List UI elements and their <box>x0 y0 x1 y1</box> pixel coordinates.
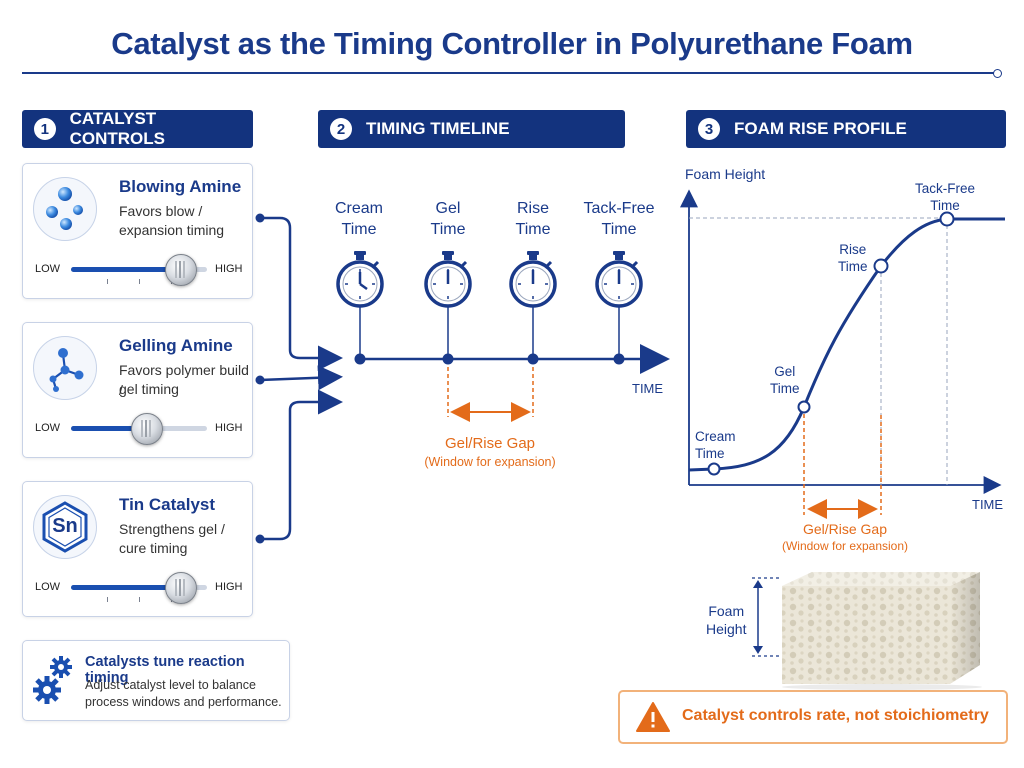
warning-text: Catalyst controls rate, not stoichiometr… <box>682 707 989 724</box>
stopwatch-icon <box>509 249 557 308</box>
tin-symbol: Sn <box>52 515 78 537</box>
stage-line1: Rise <box>516 200 549 217</box>
catalyst-desc-line1: Strengthens gel / <box>119 521 225 537</box>
slider-tick <box>139 597 140 602</box>
timing-timeline <box>336 249 670 422</box>
slider-track <box>71 585 207 590</box>
slider-tick <box>107 279 108 284</box>
slider-high-label: HIGH <box>215 422 243 434</box>
stage-line1: Cream <box>334 200 383 217</box>
timeline-axis-label: TIME <box>632 381 664 396</box>
slider-knob[interactable] <box>130 413 163 445</box>
catalyst-card-tin-catalyst: Sn Tin Catalyst Strengthens gel / cure t… <box>22 481 253 617</box>
slider-fill <box>71 426 146 431</box>
timeline-gap-label: Gel/Rise Gap <box>444 435 536 452</box>
catalyst-desc-line2: expansion timing <box>119 222 225 238</box>
catalyst-desc-line1: Favors blow / <box>119 203 203 219</box>
point-line1: Tack-Free <box>914 181 975 196</box>
foam-rise-chart <box>680 189 1005 519</box>
slider-high-label: HIGH <box>215 263 243 275</box>
catalyst-desc-line1: Favors polymer build / <box>119 362 249 398</box>
stopwatch-icon <box>595 249 643 308</box>
section-header-timing-timeline: 2 TIMING TIMELINE <box>318 110 625 148</box>
point-line2: Time <box>695 446 725 461</box>
slider-low-label: LOW <box>35 422 61 434</box>
bubbles-icon <box>33 177 97 241</box>
catalyst-desc-line2: cure timing <box>119 540 188 556</box>
catalyst-name: Blowing Amine <box>119 177 242 196</box>
point-line1: Cream <box>695 429 736 444</box>
point-line2: Time <box>770 381 800 396</box>
info-line2: process windows and performance. <box>85 695 282 709</box>
slider-tick <box>139 279 140 284</box>
tin-hexagon-icon: Sn <box>33 495 97 559</box>
section-header-catalyst-controls: 1 CATALYST CONTROLS <box>22 109 253 148</box>
stage-line1: Gel <box>435 200 461 217</box>
section-header-foam-rise-profile: 3 FOAM RISE PROFILE <box>686 110 1006 148</box>
foam-label-line1: Foam <box>708 603 745 619</box>
foam-label-line2: Height <box>706 621 747 637</box>
section-label: CATALYST CONTROLS <box>69 109 165 148</box>
stage-line2: Time <box>341 221 377 238</box>
warning-icon <box>636 702 670 732</box>
profile-gap-label: Gel/Rise Gap <box>802 521 888 537</box>
title-divider-end <box>993 69 1002 78</box>
stage-line1: Tack-Free <box>583 200 655 217</box>
slider-fill <box>71 267 180 272</box>
point-line2: Time <box>838 259 868 274</box>
section-label: TIMING TIMELINE <box>366 119 510 138</box>
info-box: Catalysts tune reaction timing Adjust ca… <box>22 640 290 721</box>
profile-gap-sub: (Window for expansion) <box>781 539 909 553</box>
point-line1: Gel <box>774 364 796 379</box>
section-number: 3 <box>698 118 720 140</box>
catalyst-name: Gelling Amine <box>119 336 233 355</box>
section-label: FOAM RISE PROFILE <box>734 119 907 138</box>
catalyst-card-gelling-amine: Gelling Amine Favors polymer build / gel… <box>22 322 253 458</box>
slider-fill <box>71 585 180 590</box>
foam-block-image <box>752 572 982 690</box>
info-line1: Adjust catalyst level to balance <box>85 678 256 692</box>
title-divider <box>22 72 997 74</box>
warning-box: Catalyst controls rate, not stoichiometr… <box>618 690 1008 744</box>
stopwatch-icon <box>336 249 384 308</box>
slider-knob[interactable] <box>164 254 197 286</box>
slider-tick <box>107 597 108 602</box>
stage-line2: Time <box>430 221 466 238</box>
section-number: 1 <box>34 118 56 140</box>
stage-line2: Time <box>601 221 637 238</box>
point-line1: Rise <box>839 242 867 257</box>
slider-high-label: HIGH <box>215 581 243 593</box>
molecule-icon <box>33 336 97 400</box>
stopwatch-icon <box>424 249 472 308</box>
gears-icon <box>33 656 72 704</box>
section-number: 2 <box>330 118 352 140</box>
slider-low-label: LOW <box>35 263 61 275</box>
point-line2: Time <box>930 198 960 213</box>
stage-line2: Time <box>515 221 551 238</box>
slider-low-label: LOW <box>35 581 61 593</box>
catalyst-card-blowing-amine: Blowing Amine Favors blow / expansion ti… <box>22 163 253 299</box>
timeline-gap-sub: (Window for expansion) <box>424 455 556 469</box>
profile-y-label: Foam Height <box>685 166 766 182</box>
slider-track <box>71 267 207 272</box>
page-title: Catalyst as the Timing Controller in Pol… <box>111 26 913 61</box>
catalyst-name: Tin Catalyst <box>119 495 216 514</box>
info-title: Catalysts tune reaction timing <box>85 654 245 686</box>
catalyst-desc-line2: gel timing <box>119 381 179 397</box>
profile-x-label: TIME <box>972 497 1004 512</box>
slider-knob[interactable] <box>164 572 197 604</box>
catalyst-connectors <box>255 213 343 544</box>
